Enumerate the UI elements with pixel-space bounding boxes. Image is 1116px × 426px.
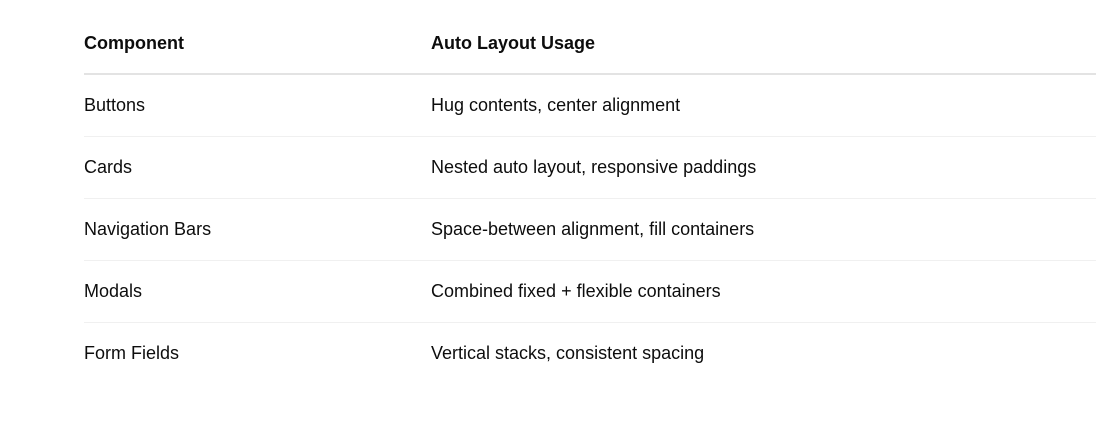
- cell-usage: Nested auto layout, responsive paddings: [431, 136, 1096, 199]
- table-row: Navigation Bars Space-between alignment,…: [84, 198, 1096, 261]
- cell-component: Modals: [84, 260, 431, 323]
- component-table-container: Component Auto Layout Usage Buttons Hug …: [84, 14, 1096, 384]
- table-body: Buttons Hug contents, center alignment C…: [84, 74, 1096, 384]
- header-component: Component: [84, 14, 431, 75]
- cell-component: Navigation Bars: [84, 198, 431, 261]
- cell-component: Cards: [84, 136, 431, 199]
- cell-usage: Vertical stacks, consistent spacing: [431, 343, 705, 363]
- cell-usage: Hug contents, center alignment: [431, 74, 1096, 137]
- header-row: Component Auto Layout Usage: [84, 14, 1096, 75]
- table-row: Buttons Hug contents, center alignment: [84, 74, 1096, 137]
- table-header: Component Auto Layout Usage: [84, 14, 1096, 75]
- cell-usage: Space-between alignment, fill containers: [431, 198, 1096, 261]
- table-row: Modals Combined fixed + flexible contain…: [84, 260, 1096, 323]
- cell-usage: Combined fixed + flexible containers: [431, 260, 1096, 323]
- table-row: Form Fields Vertical stacks, consistent …: [84, 323, 1096, 385]
- cell-component: Buttons: [84, 74, 431, 137]
- component-auto-layout-table: Component Auto Layout Usage Buttons Hug …: [84, 14, 1096, 384]
- table-row: Cards Nested auto layout, responsive pad…: [84, 136, 1096, 199]
- header-auto-layout-usage: Auto Layout Usage: [431, 14, 1096, 75]
- cell-component: Form Fields: [84, 343, 180, 363]
